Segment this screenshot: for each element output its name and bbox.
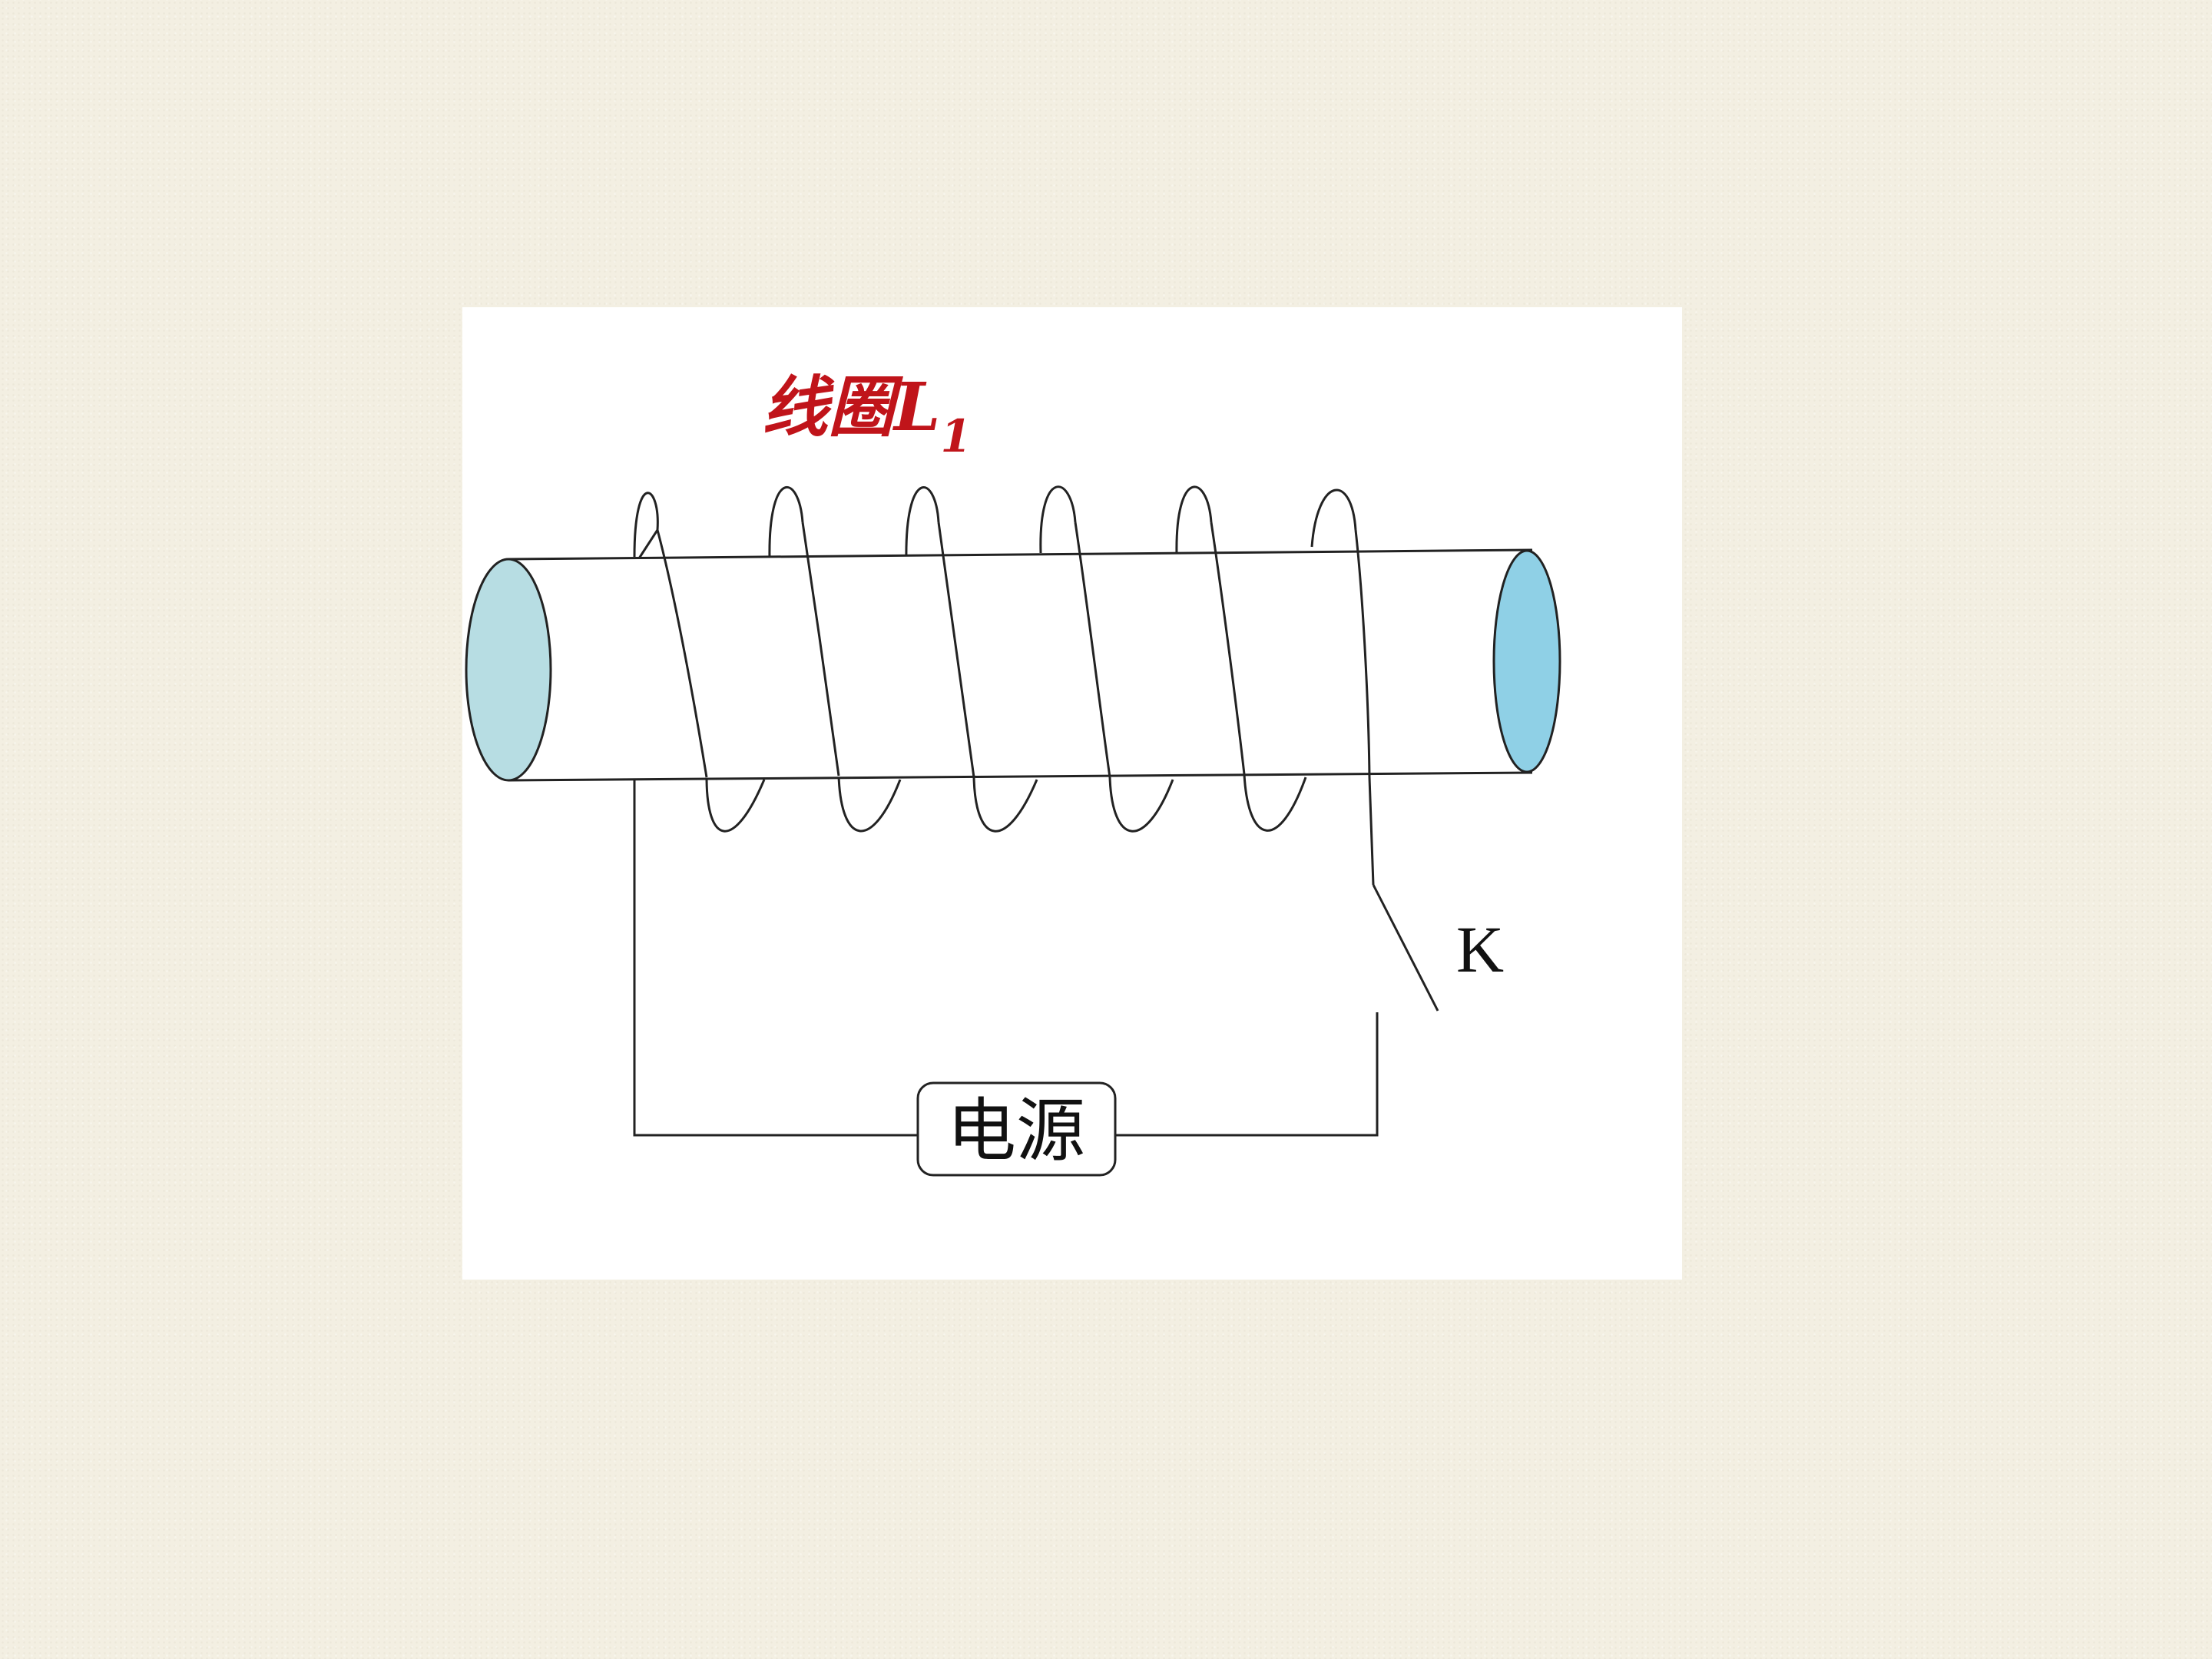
rod-left-end-cap [465, 558, 552, 782]
coil-front-3 [937, 522, 975, 778]
coil-back-turn-2 [768, 486, 804, 560]
circuit-wires [633, 777, 1439, 1137]
coil-lower-loop-3 [972, 777, 1038, 833]
switch-label: K [1456, 912, 1504, 986]
coil-lower-loop-5 [1243, 773, 1307, 832]
rod-body [508, 550, 1532, 780]
coil-label-text: 线圈L [762, 369, 940, 446]
coil-label: 线圈L1 [762, 369, 972, 462]
coil-front-4 [1074, 522, 1111, 778]
wire-right-lower [1115, 1012, 1379, 1137]
power-supply-label: 电源 [947, 1091, 1085, 1171]
switch-blade [1372, 884, 1439, 1012]
coil-front-5 [1210, 522, 1246, 775]
wire-right-upper [1368, 777, 1375, 886]
coil-lower-loop-1 [705, 777, 766, 833]
power-supply-box [916, 1081, 1117, 1177]
wire-left [633, 780, 918, 1137]
rod-top-edge [508, 548, 1533, 561]
coil-lower-loop-2 [837, 775, 902, 833]
rod-right-end-cap [1492, 549, 1561, 773]
coil-front-strokes [656, 522, 1371, 778]
coil-front-1 [656, 529, 708, 778]
coil-back-turn-6 [1310, 488, 1357, 548]
coil-back-turn-3 [905, 486, 940, 561]
coil-back-turns [633, 485, 1357, 833]
coil-front-6 [1354, 529, 1371, 778]
coil-back-turn-5 [1175, 485, 1213, 555]
rod-bottom-edge [508, 771, 1533, 782]
coil-back-turn-1 [633, 492, 659, 559]
iron-rod [465, 548, 1561, 782]
coil-lower-loop-4 [1108, 777, 1174, 833]
coil-back-turn-4 [1039, 485, 1077, 554]
coil-front-2 [801, 522, 840, 777]
coil-label-subscript: 1 [940, 410, 971, 462]
